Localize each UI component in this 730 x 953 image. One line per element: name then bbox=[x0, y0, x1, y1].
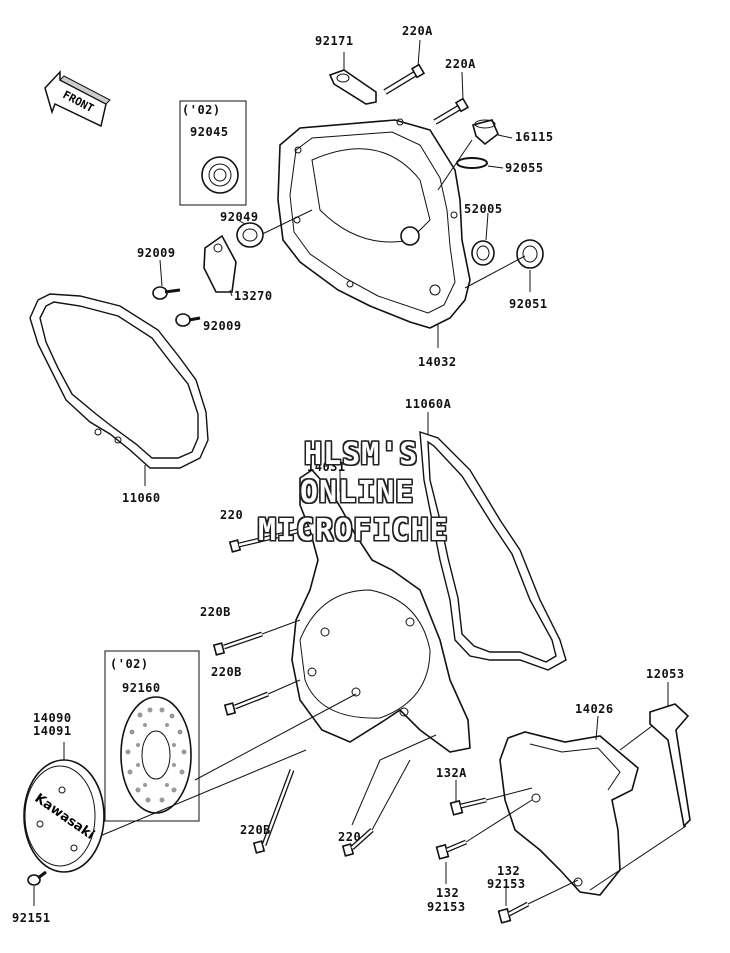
label-14090: 14090 bbox=[33, 711, 72, 725]
gasket-11060A bbox=[419, 431, 567, 671]
label-14031: 14031 bbox=[307, 460, 346, 474]
bolt-220B-upper bbox=[212, 619, 301, 656]
label-14032: 14032 bbox=[418, 355, 457, 369]
label-14026: 14026 bbox=[575, 702, 614, 716]
bolt-220A-lower bbox=[433, 97, 470, 125]
screw-92151 bbox=[27, 870, 47, 906]
label-132-1: 132 bbox=[436, 886, 460, 900]
label-02-b: ('02) bbox=[110, 657, 149, 671]
bracket-12053 bbox=[619, 682, 691, 828]
label-220-2: 220 bbox=[338, 830, 362, 844]
label-220B-2: 220B bbox=[211, 665, 242, 679]
label-220B-3: 220B bbox=[240, 823, 271, 837]
label-92049: 92049 bbox=[220, 210, 259, 224]
label-92151: 92151 bbox=[12, 911, 51, 925]
label-92045: 92045 bbox=[190, 125, 229, 139]
watermark-line-2: ONLINE bbox=[300, 475, 415, 510]
label-92160: 92160 bbox=[122, 681, 161, 695]
bolt-220-upper bbox=[228, 525, 311, 553]
bolt-220-lower bbox=[341, 759, 411, 857]
label-92009-2: 92009 bbox=[203, 319, 242, 333]
label-220B-1: 220B bbox=[200, 605, 231, 619]
label-92009-1: 92009 bbox=[137, 246, 176, 260]
seal-52005 bbox=[471, 212, 495, 266]
cap-16115 bbox=[472, 119, 513, 146]
label-132-2: 132 bbox=[497, 864, 521, 878]
plate-92160 bbox=[120, 696, 192, 814]
screw-92009-upper bbox=[152, 259, 181, 300]
front-arrow-icon: FRONT bbox=[44, 70, 111, 128]
variant-box-02-bearing bbox=[179, 100, 247, 206]
bolt-132-upper bbox=[435, 799, 533, 884]
label-132A: 132A bbox=[436, 766, 467, 780]
label-02-a: ('02) bbox=[182, 103, 221, 117]
watermark-line-1: HLSM'S bbox=[304, 437, 419, 472]
bearing-92049 bbox=[236, 219, 264, 248]
label-220A-2: 220A bbox=[445, 57, 476, 71]
label-92153-1: 92153 bbox=[427, 900, 466, 914]
variant-box-02-plate bbox=[104, 650, 200, 822]
bolt-220B-middle bbox=[223, 679, 301, 716]
label-92153-2: 92153 bbox=[487, 877, 526, 891]
label-92055: 92055 bbox=[505, 161, 544, 175]
watermark-line-3: MICROFICHE bbox=[258, 513, 449, 548]
cover-14090: Kawasaki bbox=[23, 742, 105, 873]
label-11060: 11060 bbox=[122, 491, 161, 505]
clamp-92171 bbox=[328, 52, 377, 105]
label-220-1: 220 bbox=[220, 508, 244, 522]
label-13270: 13270 bbox=[234, 289, 273, 303]
oring-92055 bbox=[456, 157, 488, 169]
label-220A-1: 220A bbox=[402, 24, 433, 38]
label-92171: 92171 bbox=[315, 34, 354, 48]
label-16115: 16115 bbox=[515, 130, 554, 144]
bolt-220B-lower bbox=[252, 769, 295, 854]
bearing-92045 bbox=[201, 156, 239, 194]
label-92051: 92051 bbox=[509, 297, 548, 311]
clutch-cover-14032 bbox=[249, 118, 526, 348]
sprocket-cover-14026 bbox=[499, 715, 639, 896]
cover-14031 bbox=[291, 468, 471, 753]
gasket-11060 bbox=[29, 293, 209, 469]
plate-13270 bbox=[203, 234, 237, 297]
bolt-132A bbox=[449, 780, 533, 816]
seal-92051 bbox=[516, 239, 544, 292]
label-52005: 52005 bbox=[464, 202, 503, 216]
label-14091: 14091 bbox=[33, 724, 72, 738]
label-12053: 12053 bbox=[646, 667, 685, 681]
bolt-132-lower bbox=[497, 879, 579, 924]
screw-92009-lower bbox=[175, 313, 201, 327]
label-11060A: 11060A bbox=[405, 397, 452, 411]
bolt-220A-upper bbox=[383, 63, 426, 95]
